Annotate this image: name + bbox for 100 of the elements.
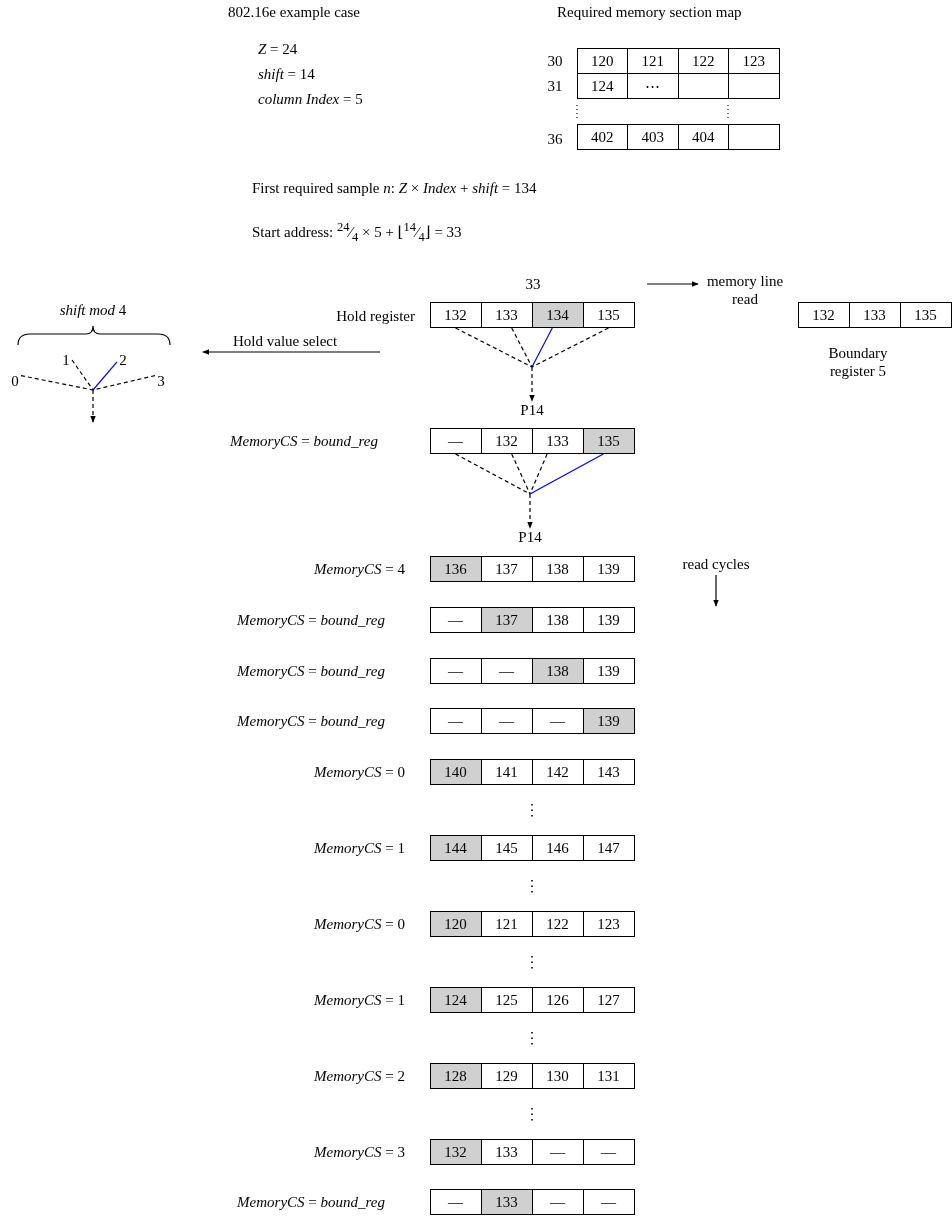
register-cell: 138: [531, 556, 584, 582]
register-cell: 137: [480, 556, 533, 582]
connector-line: [531, 327, 610, 368]
caption-text: MemoryCS = 1: [314, 991, 405, 1009]
register-cell: 127: [582, 987, 635, 1013]
caption-text: MemoryCS = 1: [314, 839, 405, 857]
empty-cell: [728, 124, 780, 150]
arrow: [90, 389, 96, 423]
register-cell: 133: [480, 1139, 533, 1165]
register-cell: 143: [582, 759, 635, 785]
register-cell: —: [582, 1139, 635, 1165]
register-cell: 403: [627, 124, 679, 150]
connector-line: [529, 453, 604, 495]
caption-text: MemoryCS = bound_reg: [237, 1193, 385, 1211]
index-label: 0: [9, 372, 21, 390]
register-cell: 129: [480, 1063, 533, 1089]
register-cell: 133: [480, 1189, 533, 1215]
register-cell: 142: [531, 759, 584, 785]
register-cell: 146: [531, 835, 584, 861]
caption-text: MemoryCS = bound_reg: [237, 662, 385, 680]
connector-line: [92, 375, 156, 391]
register-cell: 132: [429, 1139, 482, 1165]
arrow: [527, 493, 533, 529]
caption-text: MemoryCS = bound_reg: [237, 712, 385, 730]
connector-line: [92, 361, 118, 391]
caption-text: MemoryCS = 0: [314, 915, 405, 933]
register-cell: 134: [531, 302, 584, 328]
register-cell: 140: [429, 759, 482, 785]
caption-text: MemoryCS = 2: [314, 1067, 405, 1085]
register-cell: 133: [848, 302, 901, 328]
register-cell: 139: [582, 708, 635, 734]
caption-text: MemoryCS = bound_reg: [237, 611, 385, 629]
register-cell: 126: [531, 987, 584, 1013]
connector-line: [71, 359, 94, 391]
register-cell: 139: [582, 658, 635, 684]
index-label: 3: [155, 372, 167, 390]
register-cell: 131: [582, 1063, 635, 1089]
register-cell: 122: [531, 911, 584, 937]
row-number: 30: [547, 52, 563, 70]
port-label: P14: [510, 528, 550, 546]
register-cell: 137: [480, 607, 533, 633]
arrow: [529, 366, 535, 402]
connector-line: [531, 327, 553, 368]
annotation-text: read cycles: [682, 555, 750, 573]
port-label: P14: [512, 401, 552, 419]
caption-text: shift = 14: [258, 65, 315, 83]
connector-line: [529, 453, 548, 495]
caption-text: Hold value select: [233, 332, 338, 350]
formula-text: Start address: $^{24}$⁄$_{4}$ × 5 + ⌊$^{14}$⁄$_{4}$⌋ = 33: [252, 219, 462, 246]
connector-line: [454, 327, 533, 368]
address-number: 33: [525, 275, 541, 293]
register-label: Hold register: [336, 307, 415, 325]
register-cell: 132: [429, 302, 482, 328]
heading: Required memory section map: [557, 3, 742, 21]
register-cell: 128: [429, 1063, 482, 1089]
register-cell: 124: [576, 73, 628, 99]
caption-text: MemoryCS = 3: [314, 1143, 405, 1161]
register-cell: —: [531, 1139, 584, 1165]
register-cell: 135: [582, 302, 635, 328]
register-cell: 138: [531, 607, 584, 633]
register-cell: 135: [899, 302, 952, 328]
caption-text: Z = 24: [258, 40, 298, 58]
register-cell: —: [429, 428, 482, 454]
register-cell: —: [429, 658, 482, 684]
register-cell: 132: [797, 302, 850, 328]
caption-text: MemoryCS = 4: [314, 560, 405, 578]
register-cell: 139: [582, 556, 635, 582]
register-cell: 404: [677, 124, 729, 150]
formula-text: First required sample n: Z × Index + shift = 134: [252, 179, 537, 197]
register-cell: 132: [480, 428, 533, 454]
annotation-text: memory line read: [700, 272, 790, 308]
row-number: 36: [547, 130, 563, 148]
connector-line: [511, 327, 533, 368]
register-cell: 141: [480, 759, 533, 785]
register-cell: 125: [480, 987, 533, 1013]
row-number: 31: [547, 77, 563, 95]
register-cell: 136: [429, 556, 482, 582]
register-cell: 135: [582, 428, 635, 454]
register-cell: 123: [582, 911, 635, 937]
register-cell: 145: [480, 835, 533, 861]
register-cell: 121: [480, 911, 533, 937]
register-cell: 130: [531, 1063, 584, 1089]
register-cell: 120: [429, 911, 482, 937]
empty-cell: [728, 73, 780, 99]
caption-text: MemoryCS = bound_reg: [230, 432, 378, 450]
register-cell: 138: [531, 658, 584, 684]
register-label: Boundary register 5: [827, 344, 889, 380]
caption-text: MemoryCS = 0: [314, 763, 405, 781]
register-cell: —: [429, 708, 482, 734]
index-label: 2: [117, 351, 129, 369]
connector-line: [20, 375, 94, 391]
heading: 802.16e example case: [228, 3, 361, 21]
caption-text: column Index = 5: [258, 90, 363, 108]
arrow: [646, 281, 699, 287]
register-cell: 123: [728, 48, 780, 74]
connector-line: [511, 453, 531, 495]
register-cell: 139: [582, 607, 635, 633]
register-cell: 144: [429, 835, 482, 861]
caption-text: shift mod 4: [59, 301, 127, 319]
register-cell: 120: [576, 48, 628, 74]
